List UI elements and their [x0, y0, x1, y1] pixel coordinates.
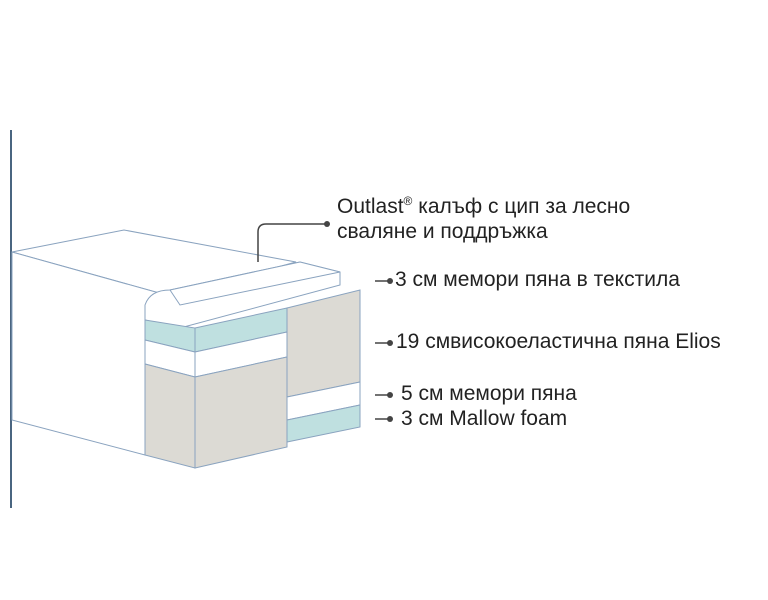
core-foam-left: [144, 363, 196, 469]
cover-label-rest: калъф с цип за лесно: [412, 195, 631, 218]
layer3-dot: [387, 392, 393, 398]
cover-leader-dot: [324, 221, 330, 227]
dimension-bar: [10, 130, 12, 508]
registered-mark: ®: [403, 194, 413, 208]
cover-label-line2: сваляне и поддръжка: [337, 220, 548, 243]
layer1-dot: [387, 278, 393, 284]
cover-label-brand: Outlast: [337, 195, 404, 218]
layer2-label: 19 смвисокоеластична пяна Elios: [396, 330, 721, 353]
rear-mallow-band: [286, 404, 361, 443]
rear-foam-block: [286, 289, 361, 398]
cover-leader: [257, 223, 326, 262]
cover-label: Outlast® калъф с цип за лесно: [337, 194, 630, 220]
layer2-dot: [387, 340, 393, 346]
layer3-label: 5 см мемори пяна: [401, 382, 577, 405]
layer4-label: 3 см Mallow foam: [401, 407, 568, 430]
core-foam-right: [194, 356, 288, 469]
layer1-label: 3 см мемори пяна в текстила: [395, 268, 680, 291]
cover-layer-top: [169, 261, 341, 306]
layer4-dot: [387, 416, 393, 422]
